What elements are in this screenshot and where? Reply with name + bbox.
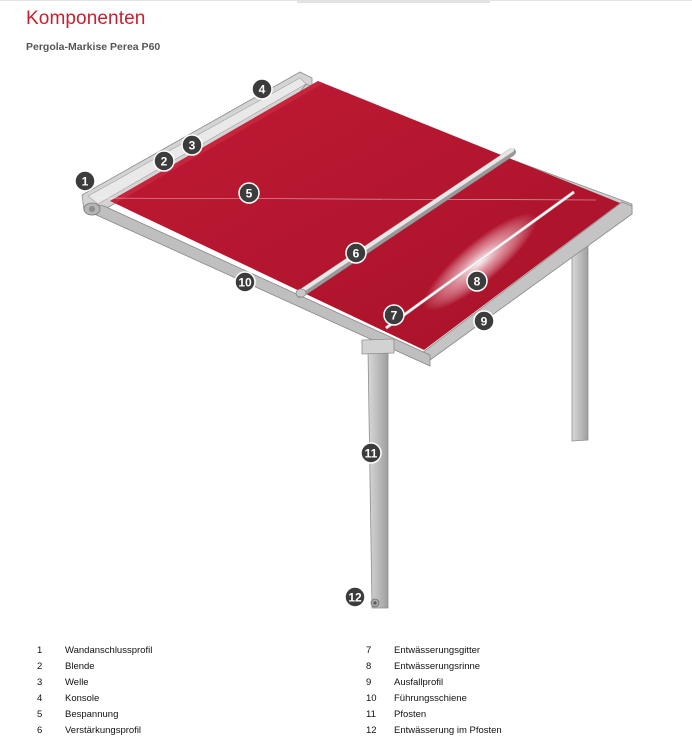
- legend-label: Welle: [65, 676, 89, 688]
- fabric-cover: [97, 81, 620, 350]
- post-back: [571, 243, 589, 442]
- callout-label-5: 5: [246, 187, 253, 201]
- pergola-drawing: 1 2 3 4 5 6 7 8: [74, 71, 633, 609]
- callout-badge-9: 9: [473, 310, 495, 332]
- callout-label-8: 8: [474, 275, 481, 289]
- callout-badge-7: 7: [383, 304, 405, 326]
- callout-label-12: 12: [348, 591, 362, 605]
- legend-item: 11 Pfosten: [366, 706, 686, 722]
- legend-label: Bespannung: [65, 708, 119, 720]
- legend-number: 7: [366, 644, 372, 656]
- post-front: [361, 338, 395, 609]
- callout-badge-1: 1: [74, 170, 96, 192]
- legend-label: Wandanschlussprofil: [65, 644, 153, 656]
- legend-item: 9 Ausfallprofil: [366, 674, 686, 690]
- callout-badge-2: 2: [153, 150, 175, 172]
- legend-number: 4: [37, 692, 43, 704]
- legend-number: 5: [37, 708, 43, 720]
- legend-label: Führungsschiene: [394, 692, 467, 704]
- legend-number: 1: [37, 644, 43, 656]
- legend-item: 7 Entwässerungsgitter: [366, 642, 686, 658]
- legend-label: Entwässerungsrinne: [394, 660, 481, 672]
- callout-badge-6: 6: [345, 242, 367, 264]
- reinforcement-profile: [295, 148, 516, 298]
- legend-item: 1 Wandanschlussprofil: [37, 642, 357, 658]
- legend-number: 2: [37, 660, 43, 672]
- callout-badge-12: 12: [344, 586, 366, 608]
- legend-number: 12: [366, 724, 377, 736]
- legend-item: 12 Entwässerung im Pfosten: [366, 722, 686, 738]
- callout-label-1: 1: [82, 175, 89, 189]
- legend-item: 2 Blende: [37, 658, 357, 674]
- callout-badge-8: 8: [466, 270, 488, 292]
- legend-number: 8: [366, 660, 372, 672]
- legend-left: 1 Wandanschlussprofil 2 Blende 3 Welle 4…: [37, 642, 357, 738]
- callout-label-9: 9: [481, 315, 488, 329]
- legend-number: 9: [366, 676, 372, 688]
- legend-number: 3: [37, 676, 43, 688]
- legend-item: 10 Führungsschiene: [366, 690, 686, 706]
- top-tab-marker: [297, 0, 490, 3]
- legend-number: 10: [366, 692, 377, 704]
- legend-item: 8 Entwässerungsrinne: [366, 658, 686, 674]
- callout-badge-11: 11: [360, 442, 382, 464]
- legend-label: Entwässerungsgitter: [394, 644, 481, 656]
- drainage-gutter: [385, 190, 575, 330]
- callout-label-4: 4: [259, 83, 266, 97]
- legend-number: 11: [366, 708, 376, 720]
- legend-label: Blende: [65, 660, 95, 672]
- legend-item: 5 Bespannung: [37, 706, 357, 722]
- callout-badge-10: 10: [234, 271, 256, 293]
- page-subtitle: Pergola-Markise Perea P60: [26, 41, 161, 53]
- pergola-illustration: 1 2 3 4 5 6 7 8: [0, 60, 692, 630]
- callout-badge-3: 3: [181, 134, 203, 156]
- legend-item: 6 Verstärkungsprofil: [37, 722, 357, 738]
- legend-label: Pfosten: [394, 708, 427, 720]
- callout-label-3: 3: [189, 139, 196, 153]
- callout-badge-5: 5: [238, 182, 260, 204]
- callout-badge-4: 4: [251, 78, 273, 100]
- legend-label: Entwässerung im Pfosten: [394, 724, 502, 736]
- legend-item: 4 Konsole: [37, 690, 357, 706]
- callout-label-7: 7: [391, 309, 398, 323]
- callout-label-11: 11: [365, 447, 378, 461]
- legend-label: Verstärkungsprofil: [65, 724, 142, 736]
- legend-item: 3 Welle: [37, 674, 357, 690]
- legend-label: Ausfallprofil: [394, 676, 444, 688]
- callout-label-6: 6: [353, 247, 360, 261]
- legend-number: 6: [37, 724, 43, 736]
- callout-label-2: 2: [161, 155, 168, 169]
- page-title: Komponenten: [26, 8, 146, 29]
- callout-label-10: 10: [238, 276, 252, 290]
- legend-label: Konsole: [65, 692, 100, 704]
- legend-right: 7 Entwässerungsgitter 8 Entwässerungsrin…: [366, 642, 686, 738]
